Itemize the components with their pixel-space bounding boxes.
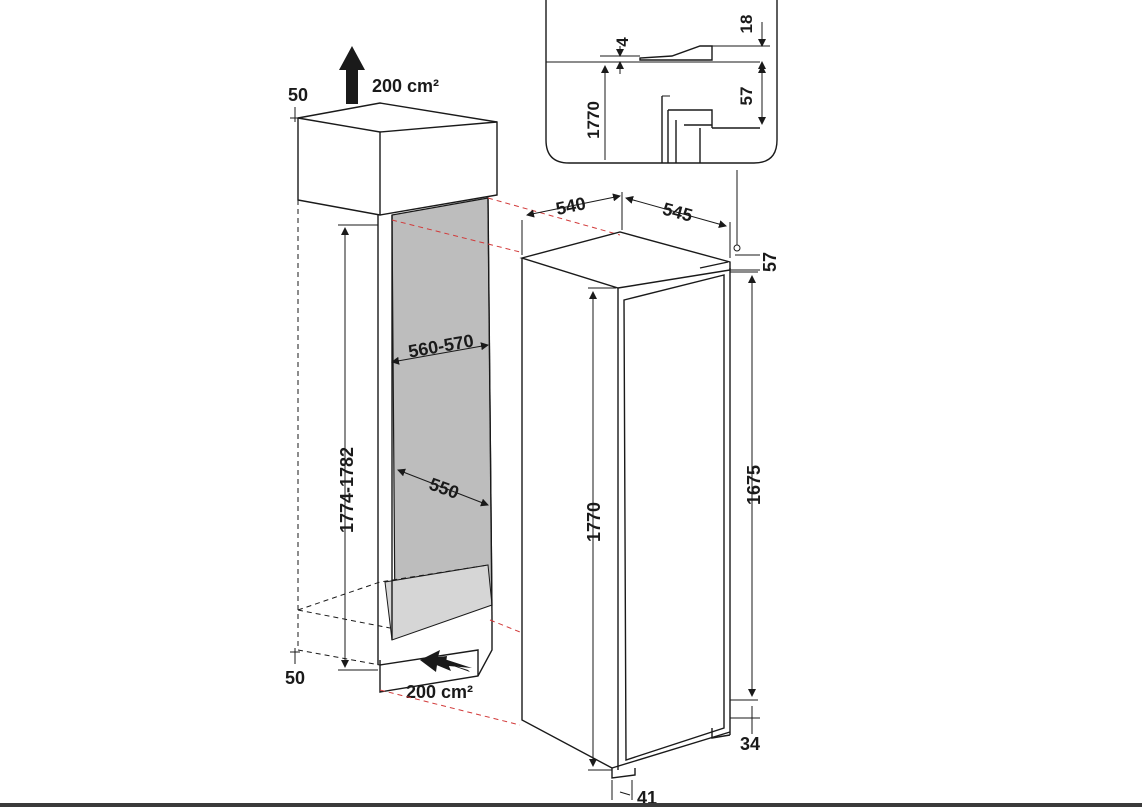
- detail-inset: 4 18 57 1770: [545, 0, 778, 164]
- dim-top-gap: 50: [288, 85, 308, 122]
- niche-back-panel: [391, 197, 493, 623]
- dim-top-offset: 57: [730, 170, 780, 272]
- vent-top: 200 cm²: [339, 46, 439, 104]
- detail-gap-label: 4: [613, 37, 632, 47]
- dim-bottom-offset: 34: [730, 706, 760, 754]
- dim-niche-height: 1774-1782: [337, 224, 378, 671]
- vent-bottom-label: 200 cm²: [406, 682, 473, 702]
- top-offset-label: 57: [760, 252, 780, 272]
- bottom-offset-label: 34: [740, 734, 760, 754]
- dim-appliance-height: 1770: [584, 287, 616, 771]
- appliance-height-label: 1770: [584, 502, 604, 542]
- niche-height-label: 1774-1782: [337, 447, 357, 533]
- detail-hinge-drop-label: 57: [737, 87, 756, 106]
- dim-bottom-gap: 50: [285, 648, 305, 688]
- detail-top-thickness-label: 18: [737, 15, 756, 34]
- vent-in-arrow-body: [420, 650, 472, 672]
- cabinet-niche: [297, 102, 498, 693]
- bottom-gap-label: 50: [285, 668, 305, 688]
- appliance-depth-label: 540: [554, 193, 588, 219]
- appliance-width-label: 545: [660, 199, 694, 226]
- door-height-label: 1675: [744, 465, 764, 505]
- top-gap-label: 50: [288, 85, 308, 105]
- alignment-guides: [379, 197, 621, 726]
- vent-up-arrow-icon: [339, 46, 365, 104]
- vent-bottom: 200 cm²: [406, 650, 473, 702]
- dim-door-height: 1675: [730, 271, 764, 701]
- appliance-body: [519, 231, 731, 779]
- detail-height-label: 1770: [584, 101, 603, 139]
- vent-top-label: 200 cm²: [372, 76, 439, 96]
- top-cabinet-box: [297, 102, 498, 216]
- dim-appliance-width: 545: [621, 192, 731, 258]
- dim-appliance-depth: 540: [521, 193, 621, 255]
- bottom-divider: [0, 803, 1142, 807]
